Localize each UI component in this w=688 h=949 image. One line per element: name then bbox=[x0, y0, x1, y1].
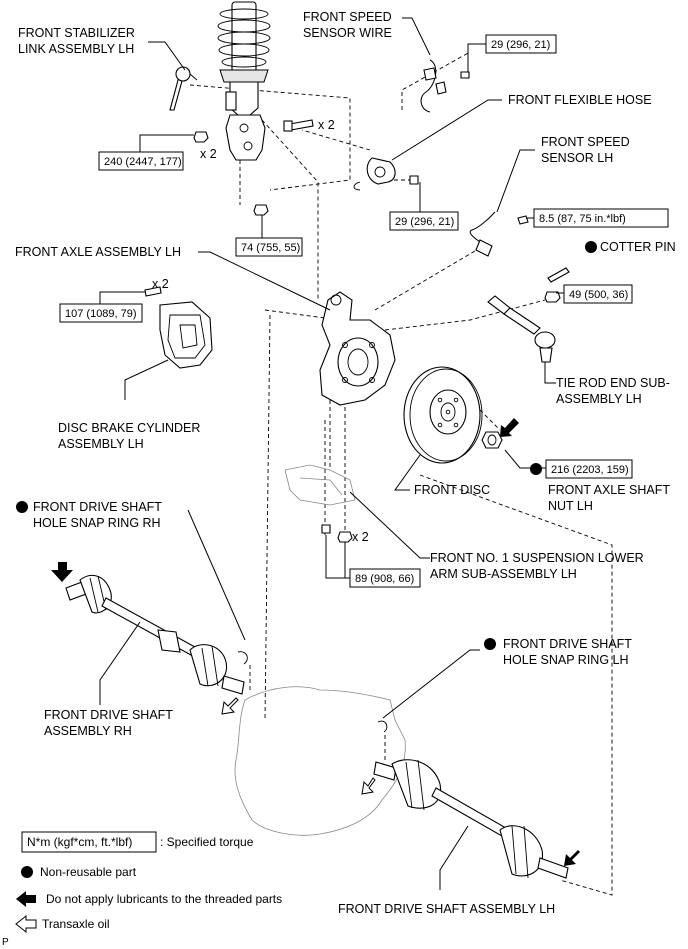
non-reusable-dot-snap-ring-lh bbox=[484, 638, 496, 650]
tie-rod-end-part bbox=[487, 295, 556, 363]
non-reusable-legend-dot bbox=[21, 866, 33, 878]
disc-brake-caliper-part bbox=[144, 286, 213, 369]
legend-no-lubricant: Do not apply lubricants to the threaded … bbox=[16, 891, 282, 907]
torque-29-mid-text: 29 (296, 21) bbox=[395, 216, 454, 228]
label-lower-arm-2: ARM SUB-ASSEMBLY LH bbox=[430, 567, 577, 581]
label-disc-brake-cylinder-1: DISC BRAKE CYLINDER bbox=[58, 421, 200, 435]
label-flexible-hose: FRONT FLEXIBLE HOSE bbox=[508, 93, 652, 107]
drive-shaft-rh-part bbox=[65, 574, 248, 695]
no-lubricant-arrow-shaft-lh bbox=[564, 850, 580, 866]
legend-torque-box-text: N*m (kgf*cm, ft.*lbf) bbox=[27, 835, 132, 849]
label-snap-ring-rh-1: FRONT DRIVE SHAFT bbox=[33, 500, 162, 514]
transaxle-oil-arrow-rh bbox=[221, 697, 239, 715]
qty-strut-bolt: x 2 bbox=[318, 118, 335, 132]
torque-spec-29-top: 29 (296, 21) bbox=[485, 34, 557, 54]
qty-caliper-bolt: x 2 bbox=[152, 277, 169, 291]
label-tie-rod-end-1: TIE ROD END SUB- bbox=[556, 376, 670, 390]
label-speed-sensor-wire-2: SENSOR WIRE bbox=[303, 26, 392, 40]
drive-shaft-lh-part bbox=[373, 720, 569, 879]
qty-strut-nut: x 2 bbox=[200, 147, 217, 161]
torque-29-top-text: 29 (296, 21) bbox=[491, 39, 550, 51]
label-snap-ring-lh-1: FRONT DRIVE SHAFT bbox=[503, 637, 632, 651]
label-stabilizer-link-2: LINK ASSEMBLY LH bbox=[18, 42, 134, 56]
assembly-guide-lines bbox=[189, 51, 613, 896]
leader-lines bbox=[99, 17, 564, 890]
front-strut-assembly bbox=[217, 1, 271, 161]
legend-torque-text: : Specified torque bbox=[160, 835, 254, 849]
legend-no-lubricant-text: Do not apply lubricants to the threaded … bbox=[46, 892, 282, 906]
torque-spec-240: 240 (2447, 177) bbox=[98, 151, 184, 171]
label-speed-sensor-2: SENSOR LH bbox=[541, 151, 613, 165]
lower-arm-part bbox=[284, 464, 356, 543]
label-drive-shaft-rh-2: ASSEMBLY RH bbox=[44, 724, 132, 738]
cotter-pin-part bbox=[544, 267, 570, 303]
torque-216-text: 216 (2203, 159) bbox=[551, 464, 629, 476]
label-cotter-pin: COTTER PIN bbox=[600, 240, 676, 254]
speed-sensor-wire-part bbox=[420, 59, 470, 113]
label-speed-sensor-1: FRONT SPEED bbox=[541, 135, 630, 149]
torque-spec-89: 89 (908, 66) bbox=[349, 568, 421, 588]
transaxle-oil-arrow-lh bbox=[361, 777, 376, 795]
transaxle-outline bbox=[234, 686, 406, 836]
torque-spec-216: 216 (2203, 159) bbox=[530, 459, 633, 479]
torque-8-5-text: 8.5 (87, 75 in.*lbf) bbox=[539, 213, 626, 225]
outline-arrow-icon bbox=[15, 914, 37, 934]
black-arrow-icon bbox=[16, 891, 36, 907]
label-axle-shaft-nut-1: FRONT AXLE SHAFT bbox=[548, 483, 670, 497]
corner-mark: P bbox=[2, 937, 9, 948]
no-lubricant-arrow-shaft-rh bbox=[51, 562, 73, 582]
label-drive-shaft-rh-1: FRONT DRIVE SHAFT bbox=[44, 708, 173, 722]
non-reusable-dot-axle-nut bbox=[530, 463, 542, 475]
non-reusable-dot-cotter-pin bbox=[585, 241, 597, 253]
torque-spec-8-5: 8.5 (87, 75 in.*lbf) bbox=[533, 208, 669, 228]
label-front-disc: FRONT DISC bbox=[414, 483, 490, 497]
torque-spec-74: 74 (755, 55) bbox=[235, 237, 303, 257]
label-snap-ring-lh-2: HOLE SNAP RING LH bbox=[503, 653, 629, 667]
speed-sensor-part bbox=[469, 211, 529, 257]
label-snap-ring-rh-2: HOLE SNAP RING RH bbox=[33, 516, 161, 530]
torque-spec-29-mid: 29 (296, 21) bbox=[389, 211, 459, 231]
strut-fasteners bbox=[193, 119, 314, 216]
non-reusable-dot-snap-ring-rh bbox=[16, 501, 28, 513]
label-axle-shaft-nut-2: NUT LH bbox=[548, 499, 593, 513]
label-stabilizer-link-1: FRONT STABILIZER bbox=[18, 26, 135, 40]
label-front-axle-assembly: FRONT AXLE ASSEMBLY LH bbox=[15, 245, 181, 259]
label-drive-shaft-lh: FRONT DRIVE SHAFT ASSEMBLY LH bbox=[338, 902, 555, 916]
torque-74-text: 74 (755, 55) bbox=[241, 242, 300, 254]
torque-spec-49: 49 (500, 36) bbox=[563, 284, 633, 304]
front-axle-knuckle-part bbox=[319, 291, 396, 406]
legend-non-reusable-text: Non-reusable part bbox=[40, 865, 137, 879]
legend-transaxle-oil: Transaxle oil bbox=[15, 914, 110, 934]
torque-240-text: 240 (2447, 177) bbox=[104, 156, 182, 168]
legend: N*m (kgf*cm, ft.*lbf) : Specified torque… bbox=[15, 831, 282, 934]
label-speed-sensor-wire-1: FRONT SPEED bbox=[303, 10, 392, 24]
flexible-hose-part bbox=[353, 157, 419, 191]
torque-spec-107: 107 (1089, 79) bbox=[59, 303, 143, 323]
stabilizer-link-part bbox=[169, 66, 198, 111]
label-tie-rod-end-2: ASSEMBLY LH bbox=[556, 392, 642, 406]
torque-107-text: 107 (1089, 79) bbox=[65, 308, 137, 320]
axle-shaft-nut-part bbox=[481, 431, 503, 449]
no-lubricant-arrow-axle-nut bbox=[500, 418, 519, 437]
label-lower-arm-1: FRONT NO. 1 SUSPENSION LOWER bbox=[430, 551, 644, 565]
legend-non-reusable: Non-reusable part bbox=[21, 865, 137, 879]
legend-torque: N*m (kgf*cm, ft.*lbf) : Specified torque bbox=[21, 831, 254, 853]
torque-49-text: 49 (500, 36) bbox=[569, 289, 628, 301]
legend-transaxle-oil-text: Transaxle oil bbox=[42, 917, 110, 931]
torque-89-text: 89 (908, 66) bbox=[355, 573, 414, 585]
front-disc-part bbox=[403, 366, 483, 464]
qty-lower-arm: x 2 bbox=[352, 530, 369, 544]
label-disc-brake-cylinder-2: ASSEMBLY LH bbox=[58, 437, 144, 451]
